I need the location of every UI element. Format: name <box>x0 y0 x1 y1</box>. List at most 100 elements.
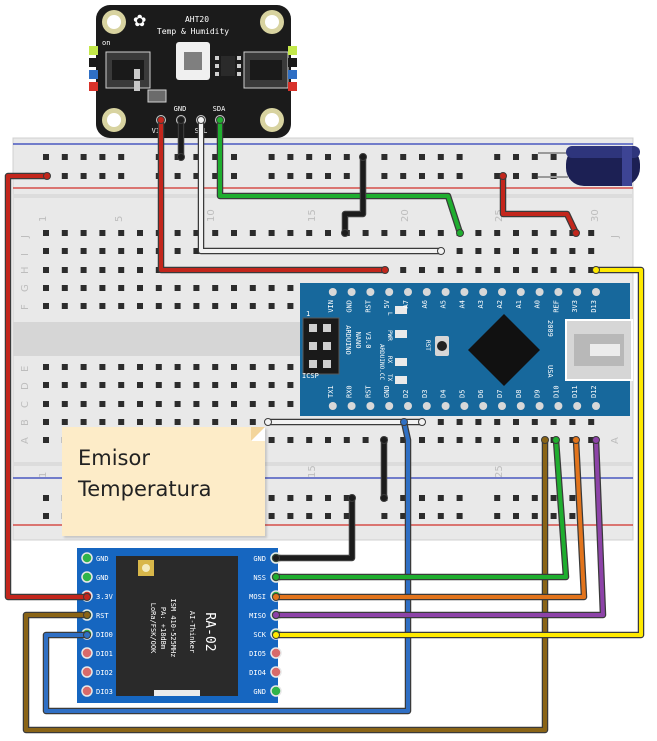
breadboard-hole <box>193 382 200 388</box>
wire-end <box>541 436 549 444</box>
breadboard-hole <box>456 495 463 501</box>
breadboard-hole <box>419 267 425 273</box>
wire-scl-white <box>199 118 443 253</box>
ra02-title: RA-02 <box>202 612 217 651</box>
breadboard-hole <box>588 230 595 236</box>
breadboard-hole <box>437 437 444 443</box>
breadboard-hole <box>287 437 294 443</box>
breadboard-hole <box>306 173 313 179</box>
row-letter: F <box>20 304 31 310</box>
breadboard-hole <box>400 230 407 236</box>
breadboard-hole <box>456 248 463 254</box>
breadboard-hole <box>43 401 49 407</box>
breadboard-hole <box>306 495 313 501</box>
breadboard-hole <box>475 230 482 236</box>
nano-top-pin-label: GND <box>346 300 354 313</box>
breadboard-hole <box>531 173 538 179</box>
aht20-subtitle: Temp & Humidity <box>157 27 229 36</box>
wire-end <box>572 436 580 444</box>
breadboard-hole <box>419 437 425 443</box>
breadboard-hole <box>306 437 313 443</box>
breadboard-hole <box>494 495 501 501</box>
wire-end <box>272 573 280 581</box>
breadboard-hole <box>268 303 275 309</box>
row-letter: J <box>610 235 621 239</box>
breadboard-hole <box>287 382 294 388</box>
breadboard-hole <box>437 495 444 501</box>
breadboard-hole <box>494 267 501 273</box>
nano-bottom-pin-label: D7 <box>496 390 504 398</box>
wire-end <box>499 172 507 180</box>
wire-cap-red <box>501 174 578 235</box>
nano-bottom-pin-label: RX0 <box>346 385 354 398</box>
nano-led-label: TX <box>386 374 393 382</box>
breadboard-hole <box>569 419 576 425</box>
breadboard-hole <box>287 401 294 407</box>
breadboard-hole <box>268 154 275 160</box>
wire-gnd-black-ra <box>274 496 354 560</box>
breadboard-hole <box>80 248 87 254</box>
nano-bottom-pin-label: D11 <box>571 385 579 398</box>
breadboard-hole <box>531 230 538 236</box>
wire-dio0-blue <box>44 420 410 713</box>
breadboard-hole <box>287 364 294 370</box>
breadboard-hole <box>381 154 388 160</box>
ra02-spec-line: ISM 410-525MHz <box>169 598 177 657</box>
breadboard-hole <box>80 382 87 388</box>
breadboard-hole <box>43 513 49 519</box>
breadboard-hole <box>118 401 125 407</box>
arduino-nano-board: D133V3REFA0A1A2A3A4A5A6A75VRSTGNDVIND12D… <box>300 283 633 416</box>
breadboard-hole <box>513 230 519 236</box>
breadboard-hole <box>61 267 68 273</box>
breadboard-hole <box>118 230 125 236</box>
nano-pin <box>460 288 469 296</box>
breadboard-hole <box>531 437 538 443</box>
ra02-pin <box>81 666 93 678</box>
breadboard-hole <box>174 248 181 254</box>
nano-pin <box>573 402 582 410</box>
nano-pin <box>516 402 525 410</box>
breadboard-hole <box>80 173 87 179</box>
wire-3v3-red <box>6 174 89 599</box>
breadboard-hole <box>550 248 557 254</box>
breadboard-hole <box>231 230 237 236</box>
breadboard-hole <box>61 401 68 407</box>
nano-pin <box>347 402 356 410</box>
nano-bottom-pin-label: D6 <box>477 390 485 398</box>
nano-pin <box>328 288 337 296</box>
breadboard-hole <box>99 419 106 425</box>
breadboard-hole <box>400 513 407 519</box>
nano-top-pin-label: 3V3 <box>571 300 579 313</box>
wire-end <box>83 631 91 639</box>
breadboard-hole <box>99 303 106 309</box>
breadboard-hole <box>494 154 501 160</box>
breadboard-hole <box>193 230 200 236</box>
wire-end <box>83 593 91 601</box>
nano-pin <box>516 288 525 296</box>
nano-icsp-label: ICSP <box>302 372 319 380</box>
breadboard-hole <box>193 303 200 309</box>
breadboard-hole <box>155 382 162 388</box>
breadboard-hole <box>550 230 557 236</box>
ra02-spec-line: PA: +18dBm <box>159 607 167 649</box>
nano-pin <box>498 288 506 296</box>
nano-bottom-pin-label: D8 <box>515 390 523 398</box>
breadboard-hole <box>569 495 576 501</box>
breadboard-hole <box>306 154 313 160</box>
breadboard-hole <box>287 285 294 291</box>
breadboard-hole <box>137 364 143 370</box>
breadboard-hole <box>400 495 407 501</box>
breadboard-hole <box>231 382 237 388</box>
breadboard-hole <box>325 437 331 443</box>
breadboard-hole <box>212 173 219 179</box>
ra02-pin <box>270 685 282 697</box>
breadboard-hole <box>437 513 444 519</box>
breadboard-hole <box>531 495 538 501</box>
nano-bottom-pin-label: D12 <box>590 385 598 398</box>
wire-nss-green <box>274 438 568 579</box>
nano-name-line: ARDUINO <box>344 325 352 355</box>
row-letter: A <box>20 437 31 444</box>
nano-pin <box>441 402 450 410</box>
breadboard-hole <box>193 154 200 160</box>
ra02-left-pin-label: DIO0 <box>96 631 113 639</box>
